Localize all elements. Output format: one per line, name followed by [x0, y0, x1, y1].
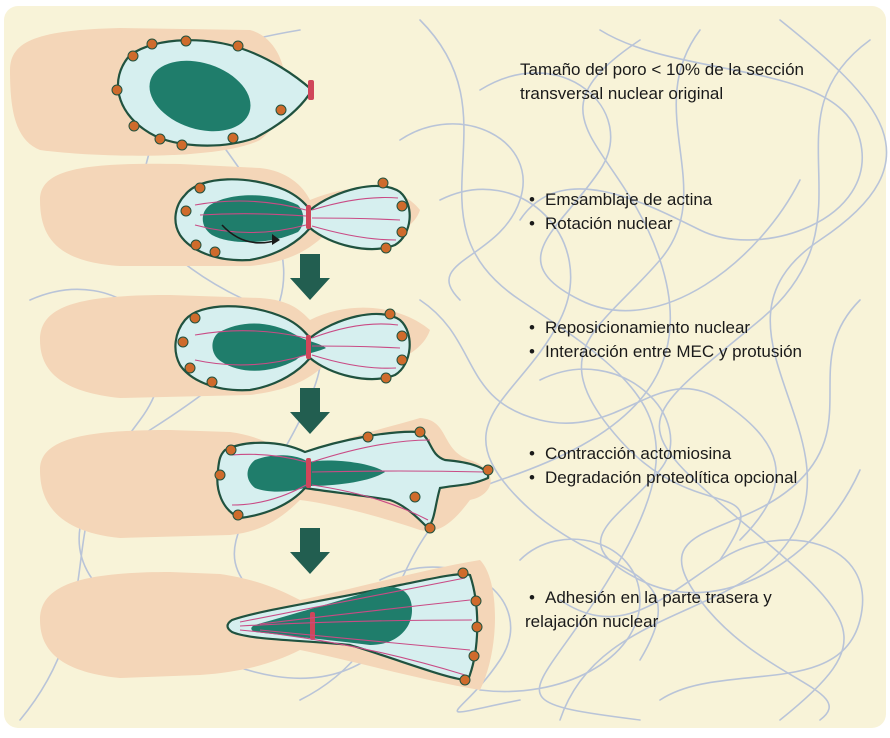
stage-3-item-1: Reposicionamiento nuclear — [545, 316, 875, 340]
stage-5-item-1: Adhesión en la parte trasera y — [545, 586, 865, 610]
stage-5-list: Adhesión en la parte trasera y — [525, 586, 865, 610]
stage-4-label: Contracción actomiosina Degradación prot… — [525, 442, 875, 490]
stage-1-line-2: transversal nuclear original — [520, 82, 870, 106]
stage-5-label: Adhesión en la parte trasera y relajació… — [525, 586, 865, 634]
stage-1-label: Tamaño del poro < 10% de la sección tran… — [520, 58, 870, 106]
stage-3-list: Reposicionamiento nuclear Interacción en… — [525, 316, 875, 364]
stage-1-line-1: Tamaño del poro < 10% de la sección — [520, 58, 870, 82]
stage-2-label: Emsamblaje de actina Rotación nuclear — [525, 188, 865, 236]
stage-4-item-2: Degradación proteolítica opcional — [545, 466, 875, 490]
stage-2-list: Emsamblaje de actina Rotación nuclear — [525, 188, 865, 236]
cell-3-pore — [306, 335, 311, 359]
stage-2-item-1: Emsamblaje de actina — [545, 188, 865, 212]
stage-5-line-2: relajación nuclear — [525, 610, 865, 634]
stage-3-item-2: Interacción entre MEC y protusión — [545, 340, 875, 364]
cell-2-pore — [306, 205, 311, 229]
stage-4-item-1: Contracción actomiosina — [545, 442, 875, 466]
cell-4-pore — [306, 458, 311, 488]
stage-4-list: Contracción actomiosina Degradación prot… — [525, 442, 875, 490]
stage-3-label: Reposicionamiento nuclear Interacción en… — [525, 316, 875, 364]
cell-1-pore — [308, 80, 314, 100]
stage-2-item-2: Rotación nuclear — [545, 212, 865, 236]
